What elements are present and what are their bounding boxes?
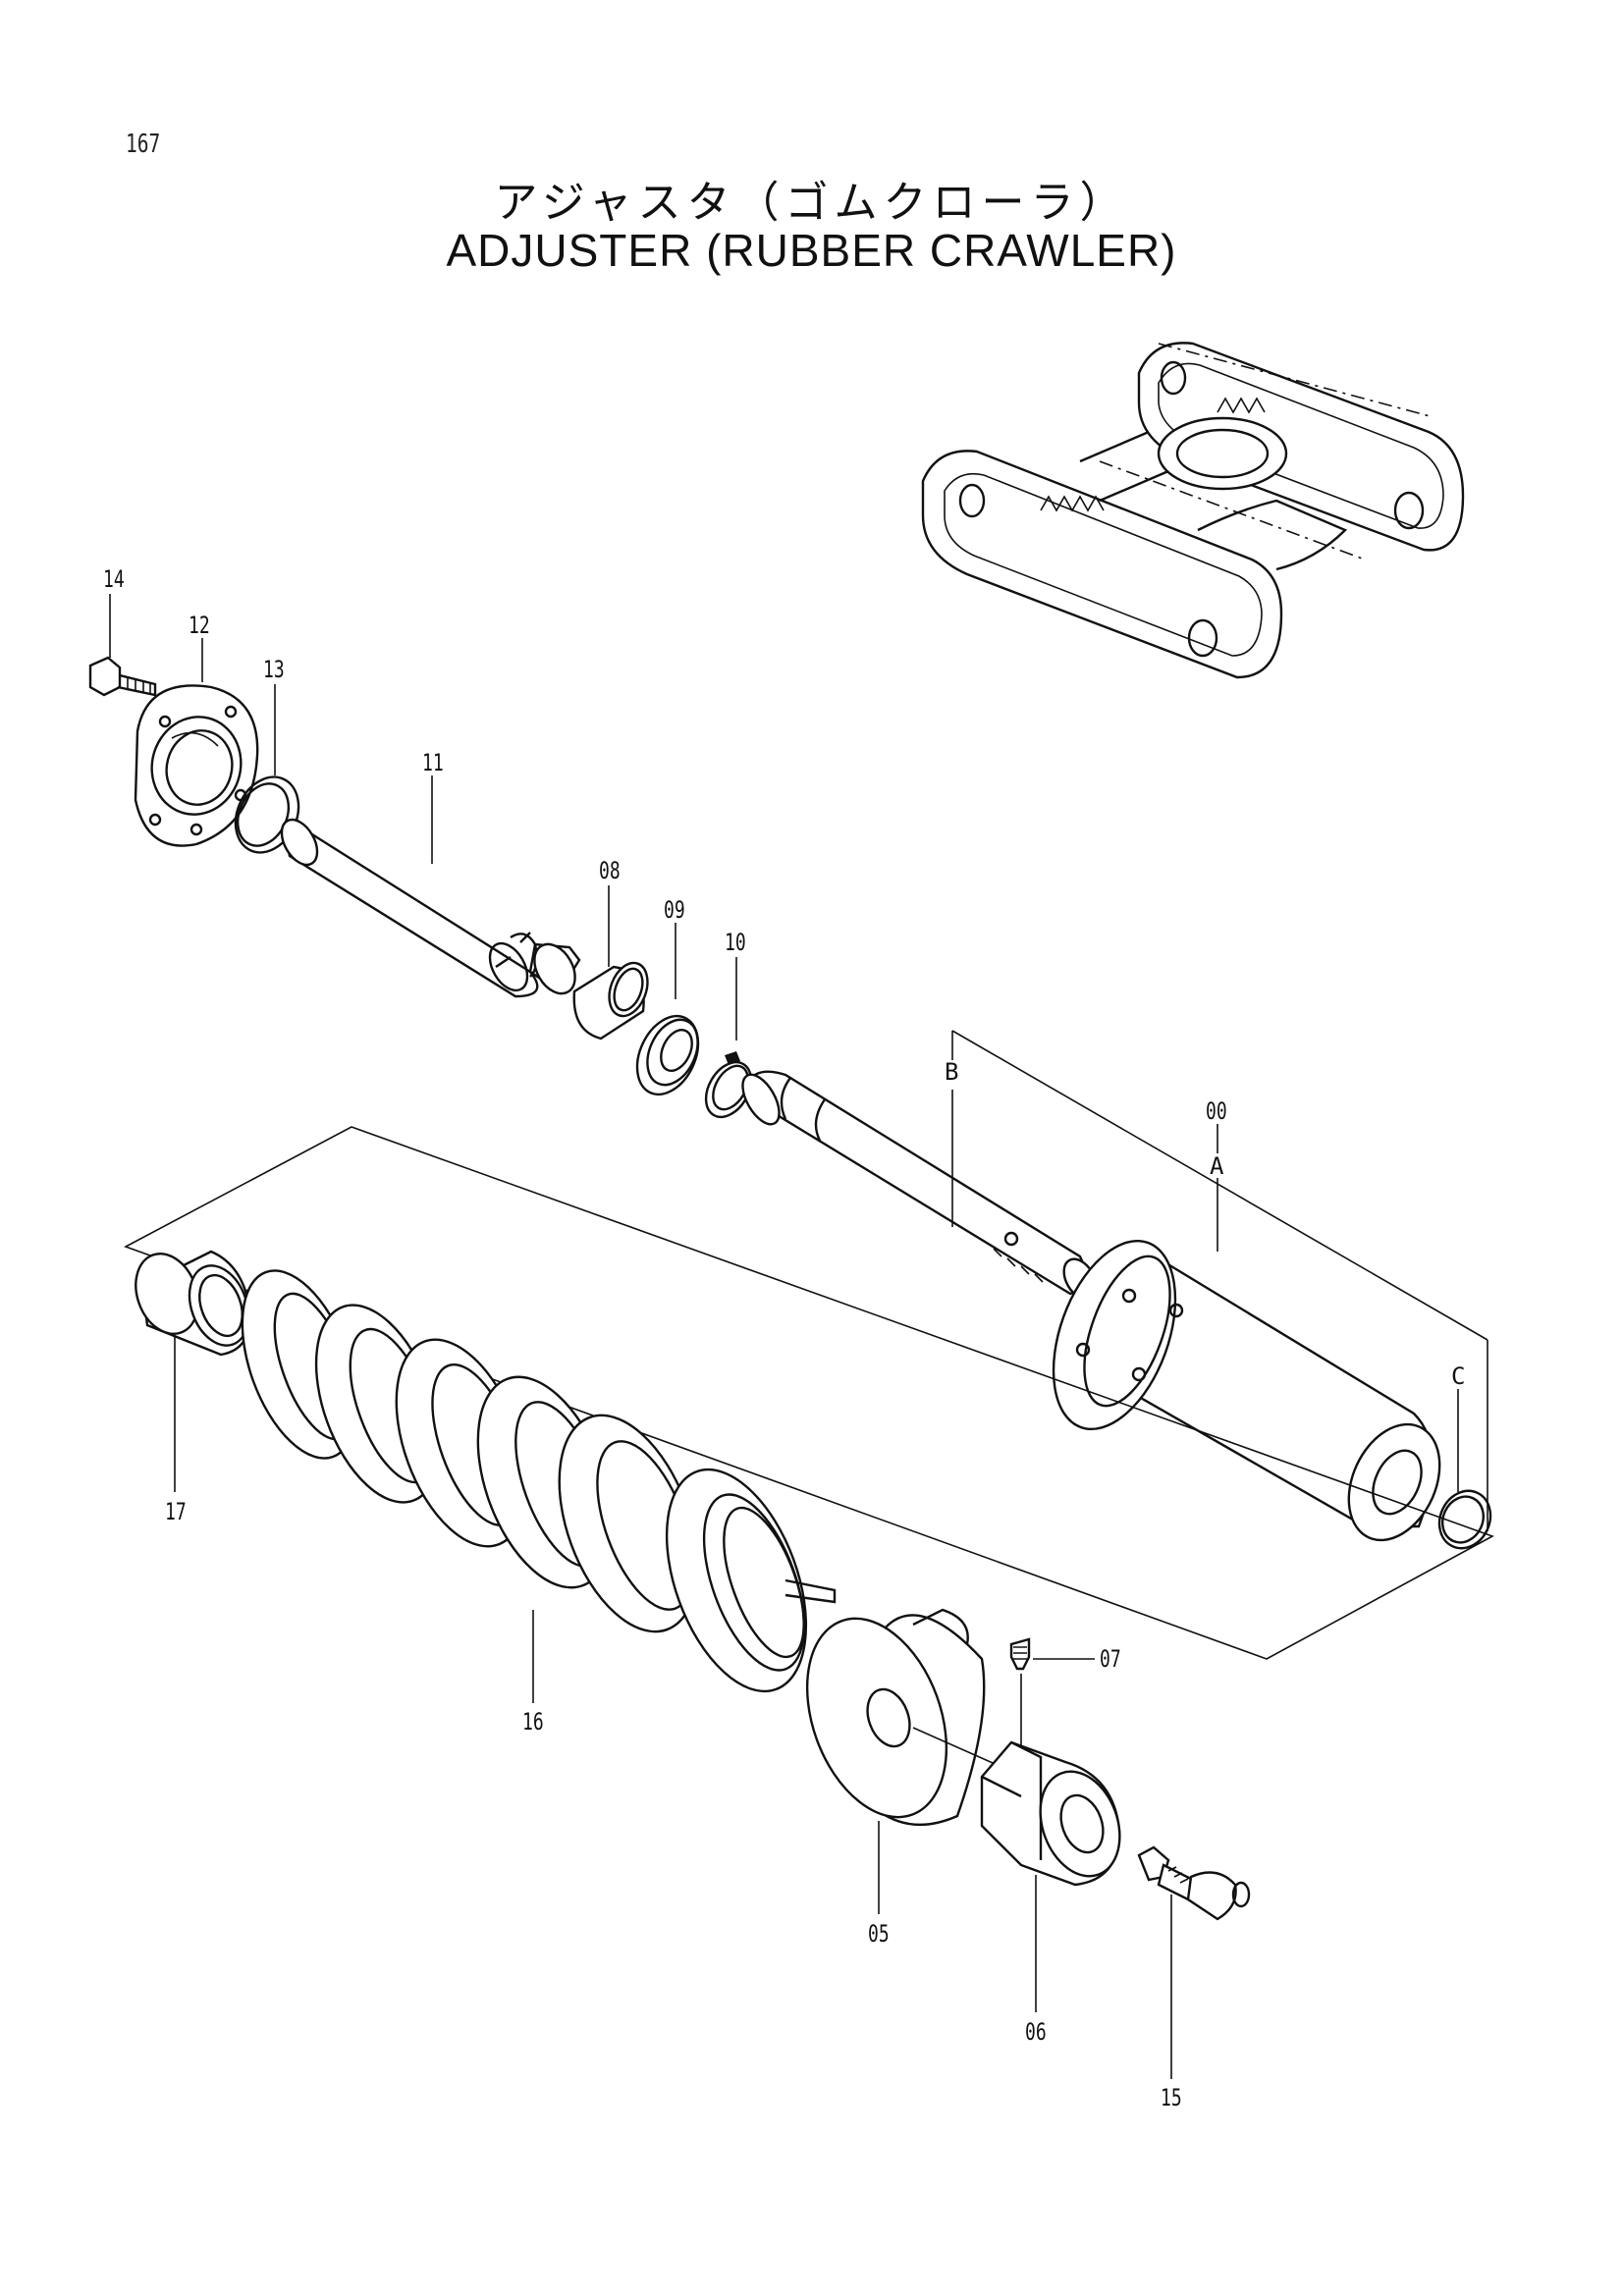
- callout-a: A: [1210, 1152, 1224, 1180]
- part-14-bolt: [88, 594, 157, 697]
- part-06-nut: [980, 1740, 1121, 2012]
- callout-10: 10: [725, 930, 746, 957]
- callout-15: 15: [1161, 2085, 1182, 2112]
- callout-b: B: [945, 1058, 958, 1086]
- callout-c: C: [1451, 1362, 1465, 1390]
- part-17-spacer: [135, 1250, 252, 1492]
- callout-16: 16: [522, 1709, 544, 1736]
- part-c-o-ring: [1437, 1489, 1492, 1550]
- callout-12: 12: [189, 613, 210, 640]
- callout-08: 08: [599, 858, 621, 885]
- callout-17: 17: [165, 1499, 187, 1526]
- callout-11: 11: [422, 750, 444, 777]
- page-number: 167: [126, 130, 161, 159]
- part-07-plug: [1009, 1637, 1095, 1745]
- callout-09: 09: [664, 897, 685, 925]
- callout-labels: 14 12 13 11 08 09 10 B 00 A C 17 16 07 0…: [103, 566, 1465, 2112]
- part-12-flange: [134, 638, 259, 847]
- part-05-spring-seat: [805, 1608, 1002, 1914]
- callout-06: 06: [1025, 2019, 1047, 2047]
- callout-14: 14: [103, 566, 125, 594]
- title-english: ADJUSTER (RUBBER CRAWLER): [446, 225, 1177, 276]
- assembly-bracket-spring: [124, 1126, 1494, 1660]
- title-japanese: アジャスタ（ゴムクローラ）: [494, 178, 1129, 228]
- callout-00: 00: [1206, 1098, 1227, 1126]
- callout-07: 07: [1100, 1646, 1121, 1674]
- part-11-rod: [280, 775, 581, 998]
- callout-13: 13: [263, 657, 285, 684]
- callout-05: 05: [868, 1921, 890, 1949]
- piston-rod: [741, 1070, 1098, 1301]
- part-09-seal: [635, 923, 700, 1096]
- cylinder: [1052, 1239, 1441, 1542]
- part-15-grease-fitting: [1137, 1845, 1251, 2079]
- undercarriage-overview: [921, 342, 1465, 679]
- part-16-coil-spring: [241, 1269, 837, 1703]
- assembly-bracket-00: [951, 1030, 1488, 1531]
- part-08-bushing: [572, 885, 649, 1041]
